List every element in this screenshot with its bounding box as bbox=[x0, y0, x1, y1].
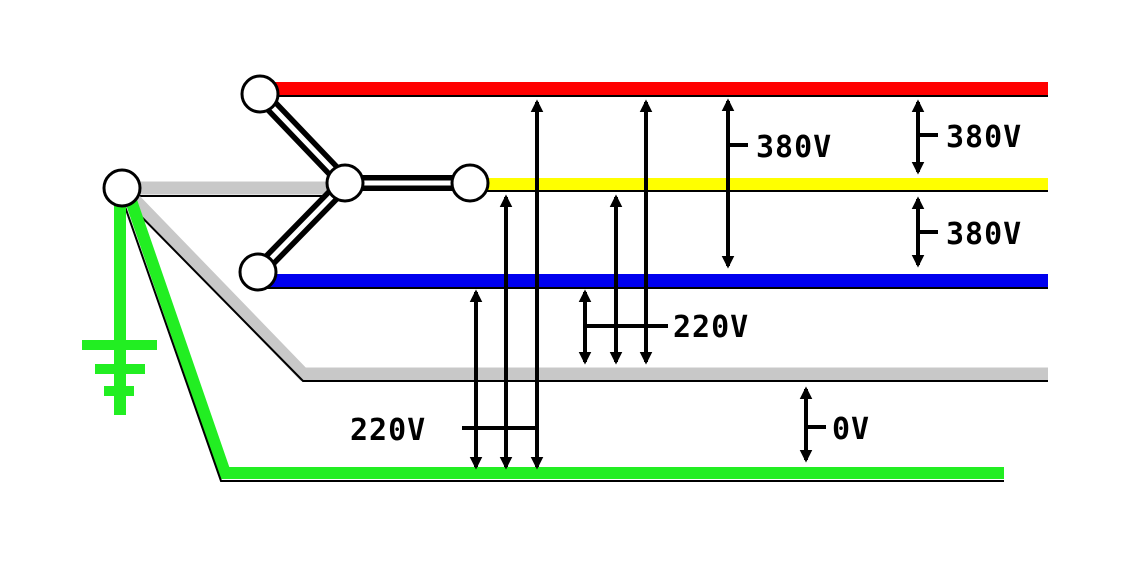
wye-winding bbox=[250, 86, 478, 280]
star-point-node bbox=[325, 163, 365, 203]
phase-l1-terminal bbox=[240, 74, 280, 114]
phase-l2-line bbox=[470, 178, 1048, 192]
phase-l2-terminal bbox=[450, 163, 490, 203]
neutral-line bbox=[120, 181, 1048, 382]
neutral-node bbox=[102, 168, 142, 208]
phase-l3-line bbox=[262, 274, 1048, 289]
label-380v-right-top: 380V bbox=[946, 120, 1022, 155]
label-380v-center: 380V bbox=[756, 130, 832, 165]
label-380v-right-bottom: 380V bbox=[946, 217, 1022, 252]
label-0v: 0V bbox=[832, 412, 870, 447]
earth-line bbox=[121, 190, 1004, 482]
phase-l3-terminal bbox=[238, 252, 278, 292]
ground-symbol bbox=[82, 200, 157, 415]
phase-l1-line bbox=[262, 82, 1048, 97]
label-220v-earth: 220V bbox=[350, 413, 426, 448]
label-220v-neutral: 220V bbox=[673, 310, 749, 345]
